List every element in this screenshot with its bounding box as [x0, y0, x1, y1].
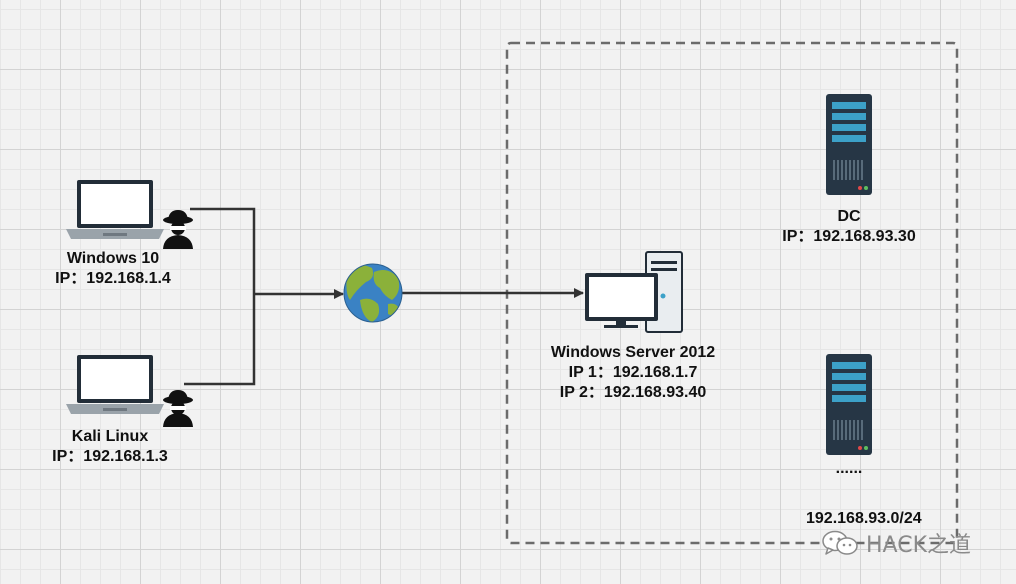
- server-tower-icon: [826, 354, 872, 455]
- globe-icon: [343, 263, 403, 323]
- laptop-icon: [66, 180, 164, 239]
- windows10-name: Windows 10: [66, 250, 160, 267]
- desktop-computer-icon: [585, 251, 683, 333]
- subnet-label: 192.168.93.0/24: [806, 510, 922, 527]
- more-servers-label: ......: [835, 460, 863, 477]
- watermark: HACK之道: [820, 527, 971, 559]
- connections: [184, 207, 584, 386]
- server-ip2: IP 2：192.168.93.40: [559, 384, 707, 401]
- kali-name: Kali Linux: [71, 428, 149, 445]
- dc-ip: IP：192.168.93.30: [782, 228, 916, 245]
- windows10-ip: IP：192.168.1.4: [55, 270, 171, 287]
- server-ip1: IP 1：192.168.1.7: [568, 364, 698, 381]
- laptop-icon: [66, 355, 164, 414]
- server-name: Windows Server 2012: [550, 344, 716, 361]
- connector-kali: [184, 295, 256, 386]
- kali-ip: IP：192.168.1.3: [52, 448, 168, 465]
- hacker-icon: [163, 210, 193, 249]
- wechat-icon: [822, 530, 858, 555]
- watermark-text: HACK之道: [866, 533, 971, 558]
- hacker-icon: [163, 390, 193, 427]
- dc-name: DC: [837, 208, 861, 225]
- connector-windows10: [190, 207, 256, 295]
- server-tower-icon: [826, 94, 872, 195]
